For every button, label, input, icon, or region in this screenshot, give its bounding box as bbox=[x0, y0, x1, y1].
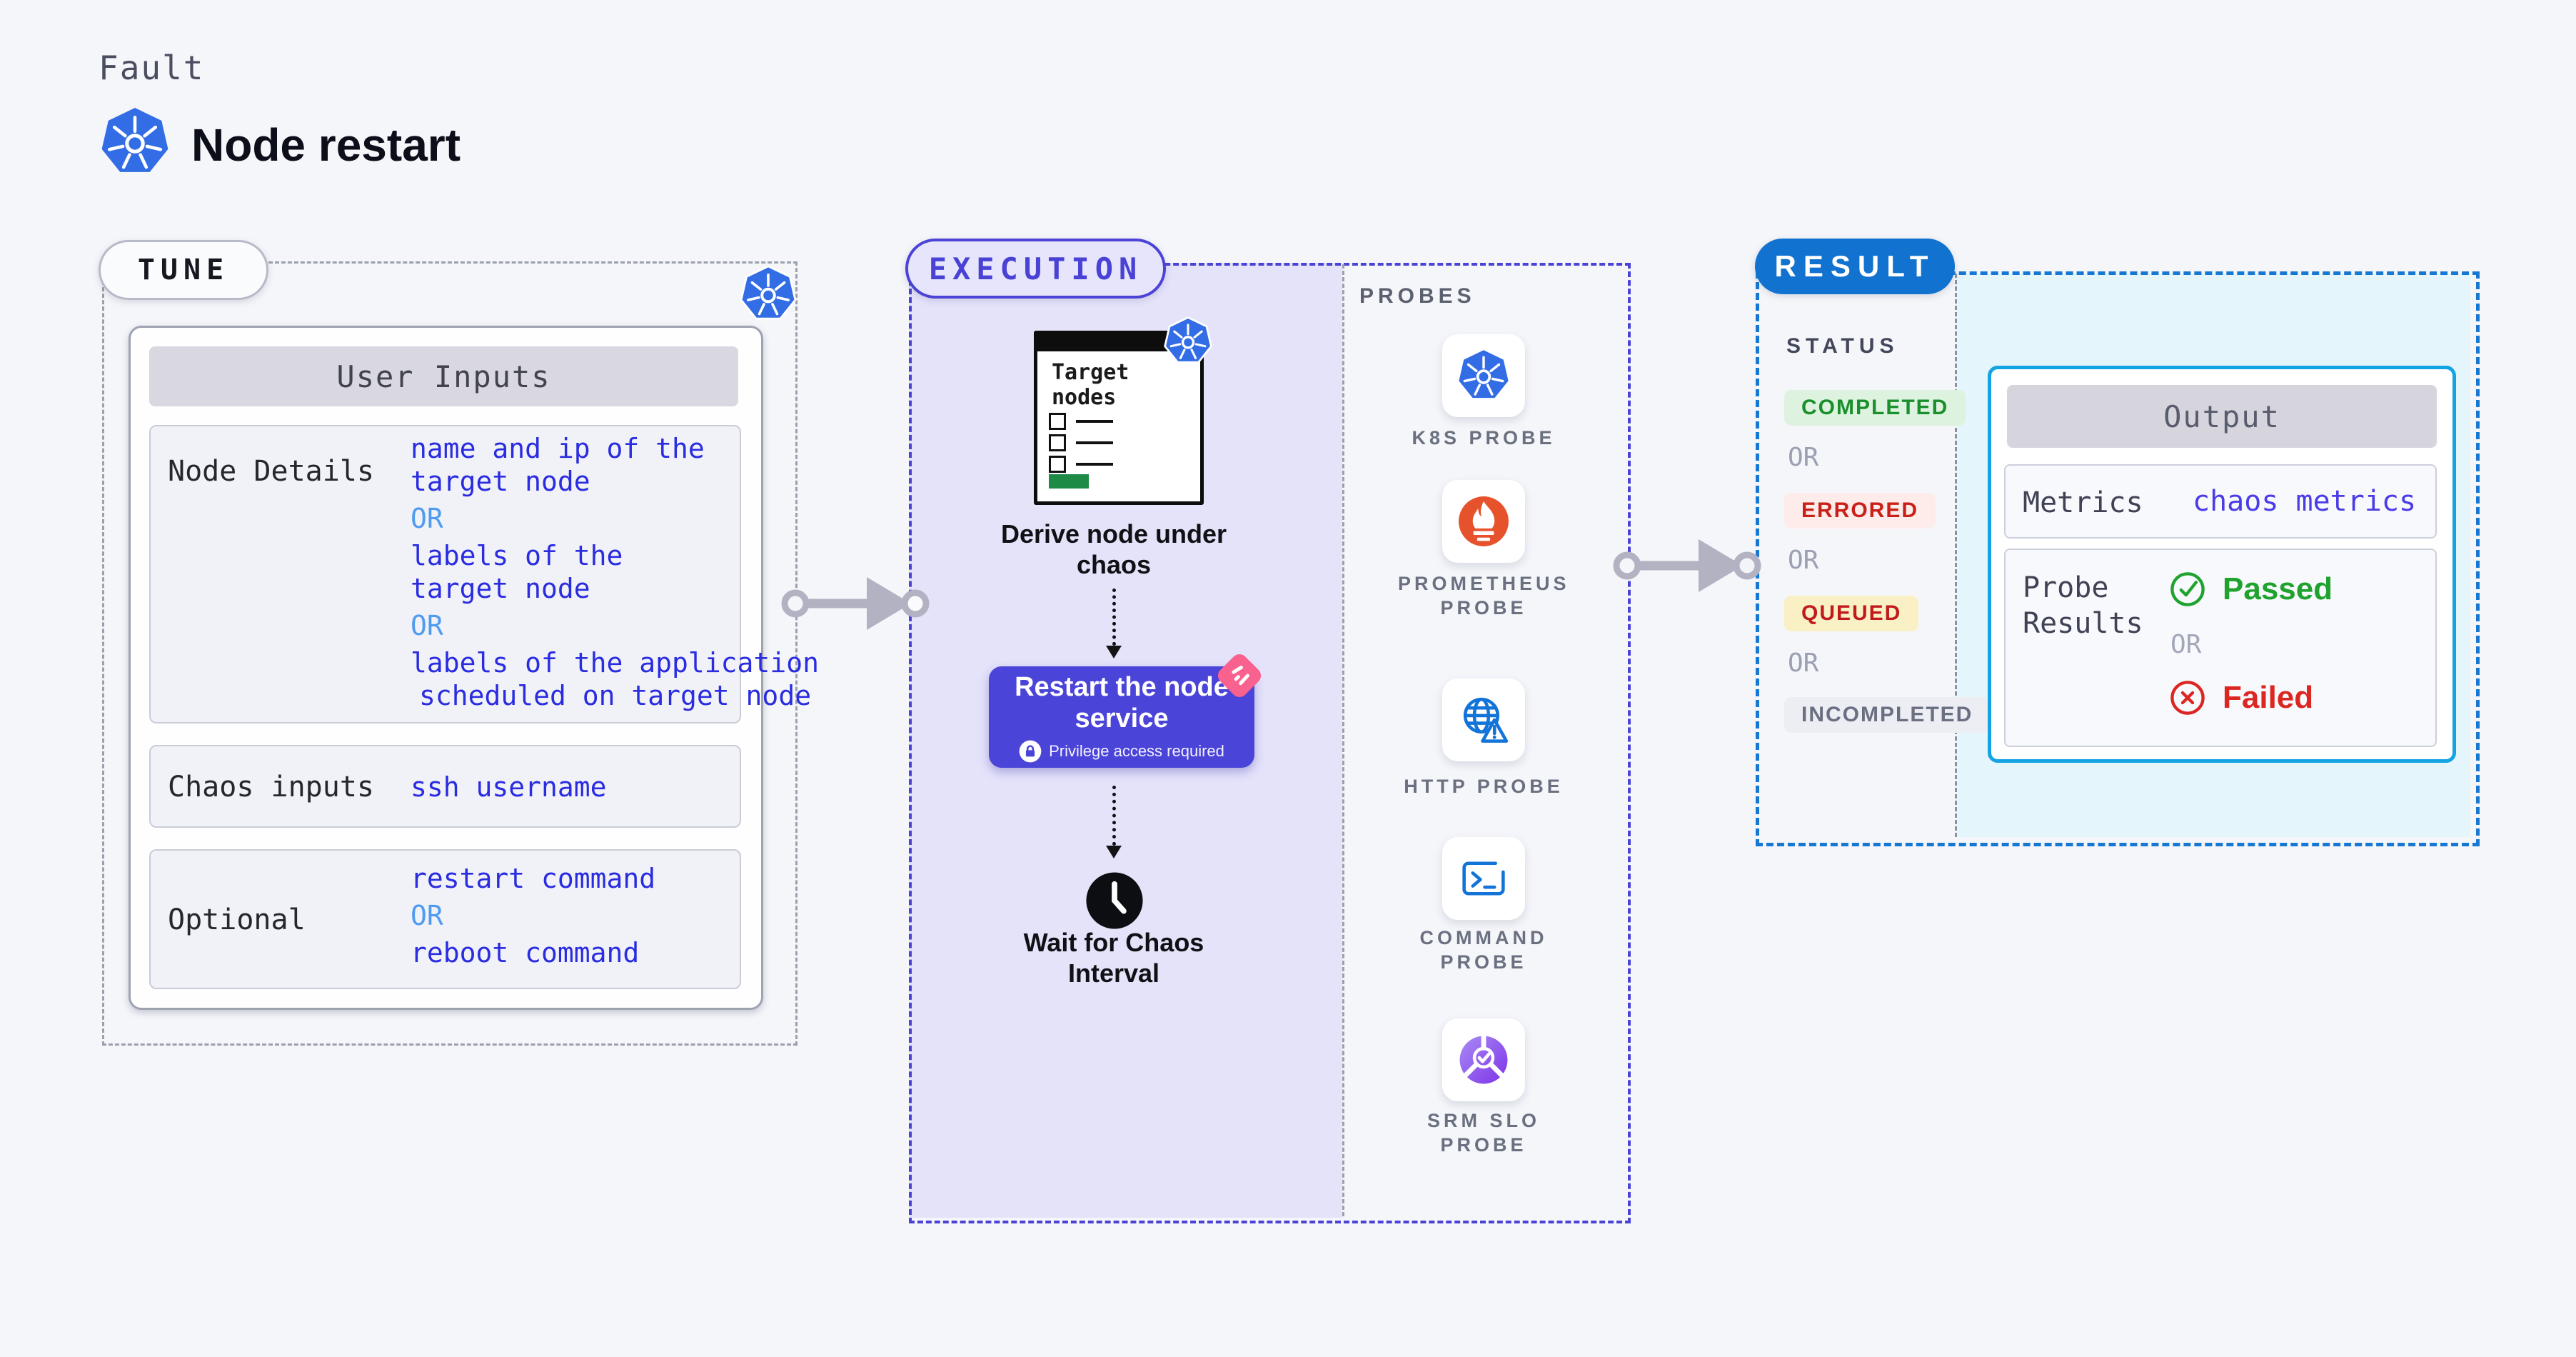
flow-connector bbox=[1112, 589, 1116, 646]
prometheus-probe-card bbox=[1442, 480, 1525, 563]
row-label: Node Details bbox=[168, 455, 374, 488]
command-probe-card bbox=[1442, 837, 1525, 920]
kubernetes-icon bbox=[1459, 350, 1509, 399]
value-line: target node bbox=[411, 573, 590, 604]
globe-warning-icon bbox=[1463, 697, 1509, 743]
check-circle-icon bbox=[2170, 572, 2205, 606]
output-header: Output bbox=[2007, 385, 2437, 448]
passed-result: Passed bbox=[2168, 570, 2333, 609]
value-line: scheduled on target node bbox=[419, 680, 812, 711]
status-output-divider bbox=[1955, 274, 1957, 837]
status-badge-errored: ERRORED bbox=[1784, 493, 1936, 529]
arrowhead-icon bbox=[1106, 646, 1122, 659]
value-line: target node bbox=[411, 466, 590, 497]
privilege-caption: Privilege access required bbox=[1019, 740, 1224, 763]
k8s-probe-card bbox=[1442, 334, 1525, 417]
privilege-caption-text: Privilege access required bbox=[1049, 742, 1224, 760]
status-title: STATUS bbox=[1786, 334, 1899, 358]
target-nodes-title: Target nodes bbox=[1052, 360, 1129, 410]
execution-pill: EXECUTION bbox=[905, 239, 1166, 299]
user-inputs-card: User Inputs Node Details name and ip of … bbox=[129, 326, 819, 1010]
or-separator: OR bbox=[411, 610, 443, 641]
x-circle-icon bbox=[2170, 681, 2205, 715]
value-line: reboot command bbox=[411, 937, 640, 968]
wait-chaos-interval-label: Wait for Chaos Interval bbox=[1023, 928, 1204, 988]
derive-node-label: Derive node under chaos bbox=[1000, 519, 1227, 579]
user-inputs-header: User Inputs bbox=[149, 346, 738, 406]
command-probe-label: COMMAND PROBE bbox=[1419, 927, 1548, 973]
prometheus-probe-label: PROMETHEUS PROBE bbox=[1398, 573, 1570, 619]
restart-node-service-step: Restart the node service Privilege acces… bbox=[989, 666, 1254, 768]
clock-icon bbox=[1086, 872, 1143, 929]
chaos-icon bbox=[1217, 654, 1262, 698]
or-separator: OR bbox=[2170, 630, 2202, 659]
progress-bar bbox=[1049, 474, 1089, 489]
row-label: Optional bbox=[168, 903, 306, 936]
status-badge-completed: COMPLETED bbox=[1784, 390, 1966, 426]
checklist-item bbox=[1049, 434, 1113, 451]
metrics-label: Metrics bbox=[2023, 486, 2143, 519]
fault-eyebrow: Fault bbox=[99, 49, 205, 87]
row-values: restart command OR reboot command bbox=[411, 862, 655, 969]
flow-connector bbox=[1112, 786, 1116, 846]
srm-slo-probe-label: SRM SLO PROBE bbox=[1427, 1110, 1540, 1156]
metrics-row: Metrics chaos metrics bbox=[2004, 464, 2437, 539]
value-line: labels of the application bbox=[411, 647, 819, 678]
srm-slo-probe-card bbox=[1442, 1018, 1525, 1101]
tune-section bbox=[102, 261, 798, 1046]
kubernetes-icon bbox=[1164, 317, 1212, 364]
probe-results-label: Probe Results bbox=[2023, 571, 2143, 640]
http-probe-label: HTTP PROBE bbox=[1404, 776, 1564, 797]
checklist-item bbox=[1049, 456, 1113, 473]
or-separator: OR bbox=[1788, 649, 1819, 678]
probes-title: PROBES bbox=[1359, 284, 1476, 308]
row-values: ssh username bbox=[411, 771, 607, 803]
kubernetes-icon bbox=[101, 108, 168, 172]
flow-arrow-icon bbox=[781, 577, 930, 630]
http-probe-card bbox=[1442, 678, 1525, 761]
value-line: restart command bbox=[411, 863, 656, 894]
or-separator: OR bbox=[1788, 546, 1819, 575]
kubernetes-icon bbox=[740, 266, 797, 320]
probe-results-row: Probe Results Passed OR bbox=[2004, 549, 2437, 747]
terminal-icon bbox=[1462, 861, 1505, 896]
checklist-item bbox=[1049, 413, 1113, 430]
or-separator: OR bbox=[1788, 443, 1819, 472]
optional-row: Optional restart command OR reboot comma… bbox=[149, 849, 741, 989]
tune-pill: TUNE bbox=[99, 240, 268, 300]
value-line: ssh username bbox=[411, 771, 607, 803]
failed-label: Failed bbox=[2223, 680, 2314, 715]
node-details-row: Node Details name and ip of the target n… bbox=[149, 425, 819, 723]
status-badge-queued: QUEUED bbox=[1784, 596, 1919, 631]
arrowhead-icon bbox=[1106, 846, 1122, 858]
metrics-value: chaos metrics bbox=[2193, 485, 2417, 518]
execution-section bbox=[909, 263, 1631, 1223]
output-card: Output Metrics chaos metrics Probe Resul… bbox=[1988, 366, 2456, 763]
prometheus-icon bbox=[1459, 496, 1509, 546]
status-badge-incompleted: INCOMPLETED bbox=[1784, 697, 1991, 733]
or-separator: OR bbox=[411, 503, 443, 534]
page-title: Node restart bbox=[191, 119, 461, 171]
flow-arrow-icon bbox=[1613, 539, 1761, 592]
srm-slo-icon bbox=[1459, 1033, 1508, 1084]
chaos-inputs-row: Chaos inputs ssh username bbox=[149, 745, 741, 828]
result-pill: RESULT bbox=[1755, 239, 1955, 294]
value-line: name and ip of the bbox=[411, 433, 705, 464]
value-line: labels of the bbox=[411, 540, 623, 571]
or-separator: OR bbox=[411, 900, 443, 931]
passed-label: Passed bbox=[2223, 571, 2333, 606]
execution-probes-divider bbox=[1342, 264, 1344, 1216]
k8s-probe-label: K8S PROBE bbox=[1412, 427, 1556, 449]
failed-result: Failed bbox=[2168, 678, 2313, 717]
restart-step-title: Restart the node service bbox=[1015, 672, 1229, 733]
row-values: name and ip of the target node OR labels… bbox=[411, 432, 819, 712]
row-label: Chaos inputs bbox=[168, 771, 374, 803]
lock-icon bbox=[1019, 740, 1042, 763]
